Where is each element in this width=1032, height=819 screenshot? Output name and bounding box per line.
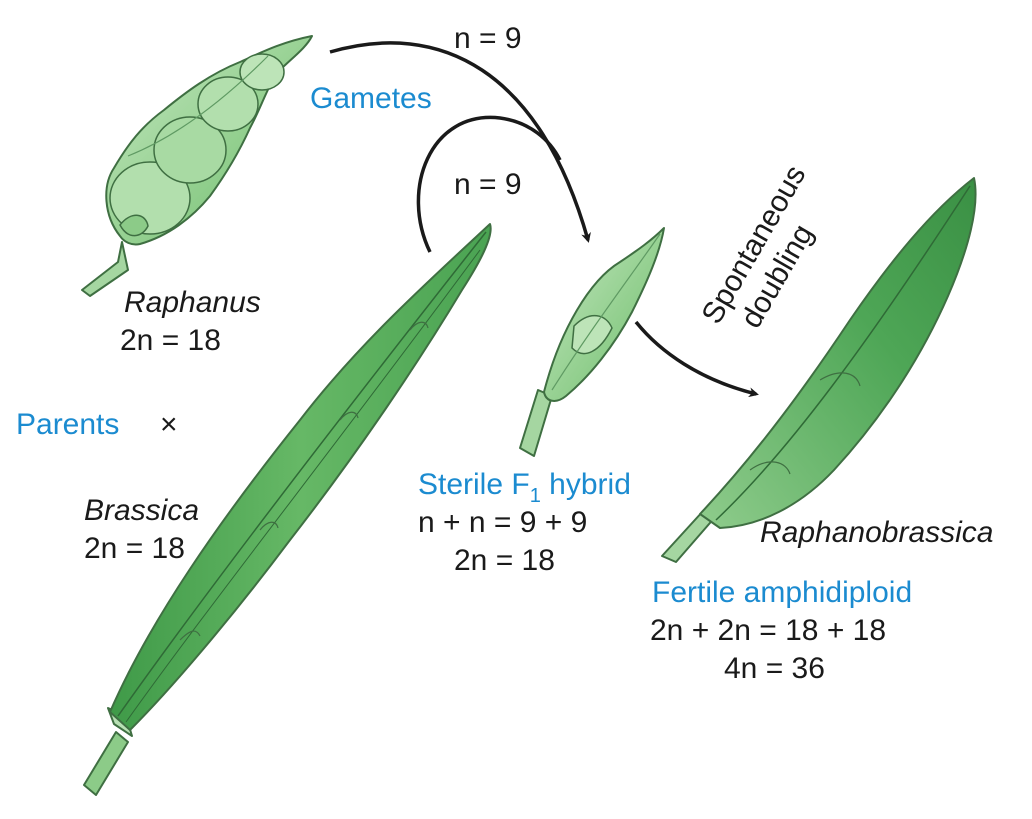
parents-label: Parents (16, 408, 120, 441)
cross-symbol: × (160, 408, 178, 441)
raphanobrassica-pod (661, 177, 977, 563)
gametes-label: Gametes (310, 82, 432, 115)
raphanobrassica-ploidy: 4n = 36 (724, 652, 825, 685)
f1-hybrid-label: Sterile F1 hybrid (418, 468, 631, 507)
f1-hybrid-pod (519, 227, 665, 457)
fertile-amphidiploid-label: Fertile amphidiploid (652, 576, 913, 609)
f1-label-suffix: hybrid (540, 468, 631, 501)
f1-label-prefix: Sterile F (418, 468, 530, 501)
raphanobrassica-equation: 2n + 2n = 18 + 18 (650, 614, 887, 647)
gamete-n-upper: n = 9 (454, 22, 522, 55)
raphanus-pod (81, 35, 313, 297)
raphanus-name: Raphanus (124, 286, 261, 319)
f1-hybrid-equation: n + n = 9 + 9 (418, 506, 588, 539)
raphanus-ploidy: 2n = 18 (120, 324, 221, 357)
brassica-pod (83, 223, 492, 796)
gamete-arrow-from-brassica (416, 115, 562, 253)
spontaneous-doubling-label: Spontaneous doubling (695, 160, 819, 334)
gamete-n-lower: n = 9 (454, 168, 522, 201)
gamete-arrow-from-raphanus (329, 41, 591, 243)
doubling-arrow (634, 320, 759, 398)
brassica-name: Brassica (84, 494, 200, 527)
brassica-ploidy: 2n = 18 (84, 532, 185, 565)
f1-label-subscript: 1 (529, 485, 541, 507)
raphanobrassica-name: Raphanobrassica (760, 516, 994, 549)
f1-hybrid-ploidy: 2n = 18 (454, 544, 555, 577)
